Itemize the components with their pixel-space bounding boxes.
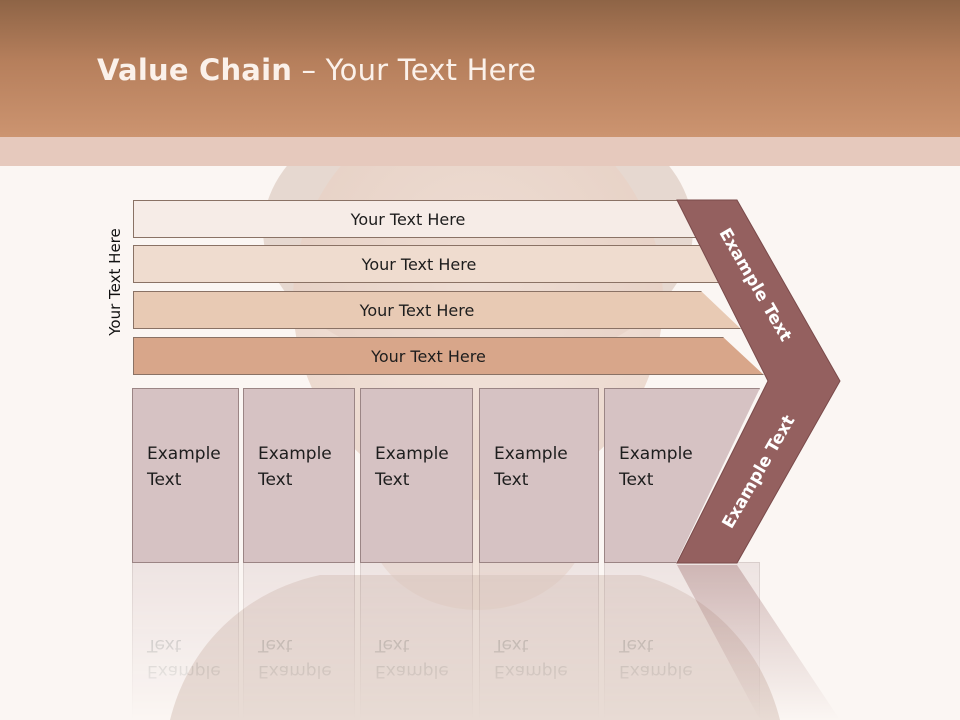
chevron-reflection [677,565,840,720]
header-bar [0,0,960,137]
cell-4: Example Text [479,388,599,563]
cell-1: Example Text [132,388,239,563]
band-3: Your Text Here [133,291,741,329]
cell-1-label: Example Text [147,444,221,490]
band-2-label: Your Text Here [361,254,477,274]
cell-4-label: Example Text [494,444,568,490]
cell-2: Example Text [243,388,355,563]
cell-3-label: Example Text [375,444,449,490]
band-3-label: Your Text Here [359,300,475,320]
cell-5-label: Example Text [619,444,693,490]
slide-title-rest: – Your Text Here [292,53,537,87]
band-2: Your Text Here [133,245,745,283]
cell-3: Example Text [360,388,473,563]
band-4-label: Your Text Here [371,346,486,366]
band-4: Your Text Here [133,337,764,375]
header-band [0,137,960,166]
slide-title: Value Chain – Your Text Here [97,53,536,97]
slide-title-bold: Value Chain [97,53,293,87]
band-1-label: Your Text Here [350,209,466,229]
chevron-shape [676,199,841,564]
cell-2-label: Example Text [258,444,332,490]
band-1: Your Text Here [133,200,723,238]
